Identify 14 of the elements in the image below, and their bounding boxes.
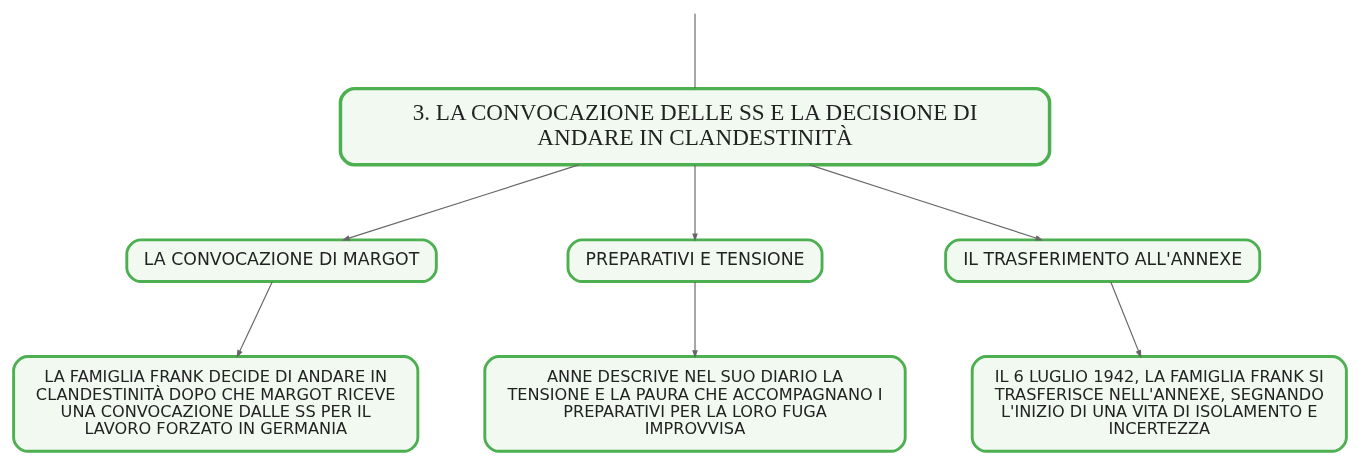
node-box: ANNE DESCRIVE NEL SUO DIARIO LA TENSIONE E LA PAURA CHE ACCOMPAGNANO I PREPARATIVI PER LA LORO FUGA IMPROVVISA bbox=[482, 355, 907, 453]
arrow bbox=[236, 281, 273, 359]
node-box: IL 6 LUGLIO 1942, LA FAMIGLIA FRANK SI TRASFERISCE NELL'ANNEXE, SEGNANDO L'INIZIO DI UNA VITA DI ISOLAMENTO E INCERTEZZA bbox=[970, 355, 1348, 453]
node-box: 3. LA CONVOCAZIONE DELLE SS E LA DECISIONE DI ANDARE IN CLANDESTINITÀ bbox=[338, 86, 1051, 167]
connector bbox=[693, 13, 696, 89]
arrow bbox=[1109, 281, 1141, 359]
arrow bbox=[341, 164, 579, 241]
node-box: PREPARATIVI E TENSIONE bbox=[566, 238, 823, 283]
node-box: IL TRASFERIMENTO ALL'ANNEXE bbox=[943, 238, 1261, 283]
arrow bbox=[691, 281, 698, 359]
node-box: LA CONVOCAZIONE DI MARGOT bbox=[124, 238, 438, 283]
arrow bbox=[808, 164, 1043, 241]
arrow bbox=[691, 164, 698, 242]
node-box: LA FAMIGLIA FRANK DECIDE DI ANDARE IN CLANDESTINITÀ DOPO CHE MARGOT RICEVE UNA CONVOCAZIONE DALLE SS PER IL LAVORO FORZATO IN GERMANIA bbox=[11, 355, 419, 453]
